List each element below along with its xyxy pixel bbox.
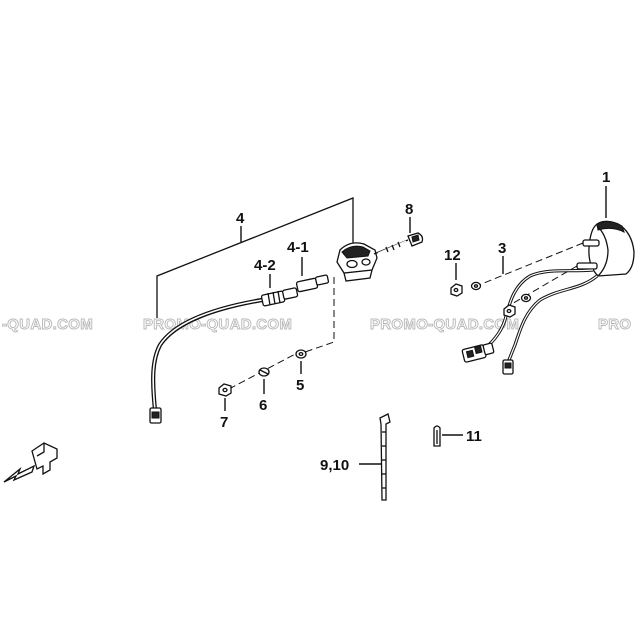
callout-6: 6: [259, 397, 267, 414]
callout-3: 3: [498, 240, 506, 257]
callout-5: 5: [296, 377, 304, 394]
callout-9-10: 9,10: [320, 457, 349, 474]
part-4-1-plunger: [295, 274, 330, 293]
watermark-text-3: PROMO-QUAD.COM: [370, 316, 519, 333]
part-9-10-cable-tie: [379, 413, 391, 501]
mounting-stud-upper: [582, 239, 600, 247]
mounting-stud-lower: [576, 262, 598, 270]
callout-labels: 1 3 4 4-1 4-2 5 6 7 8 9,10 11 12: [220, 169, 610, 474]
part-3-washer-lower: [520, 293, 532, 303]
part-6-lock-washer: [258, 367, 270, 377]
callout-7: 7: [220, 414, 228, 431]
watermark-row: -QUAD.COM PROMO-QUAD.COM PROMO-QUAD.COM …: [2, 316, 632, 334]
callout-11: 11: [466, 428, 482, 445]
watermark-text-4: PRO: [598, 316, 631, 333]
switch-housing: [336, 242, 378, 282]
watermark-text-1: -QUAD.COM: [2, 316, 93, 333]
part-4-assembly: [149, 197, 378, 424]
part-4-2-fitting: [260, 287, 299, 307]
part-4-bracket: [156, 197, 354, 318]
assembly-line-upper-stud: [478, 242, 584, 286]
part-12-nut-upper: [450, 283, 463, 297]
harness-connector-main: [461, 342, 495, 363]
part-5-washer: [295, 349, 307, 359]
callout-4: 4: [236, 210, 245, 227]
part-3-washer-upper: [470, 281, 482, 291]
front-direction-arrow-icon: [3, 442, 58, 483]
callout-8: 8: [405, 201, 413, 218]
part-8-screw: [373, 232, 424, 255]
watermark-text-2: PROMO-QUAD.COM: [143, 316, 292, 333]
part-12-nut-lower: [503, 304, 516, 318]
part-1-tail-light: [461, 220, 635, 375]
harness-connector-small: [502, 359, 514, 375]
callout-4-1: 4-1: [287, 239, 309, 256]
part-7-nut: [218, 383, 232, 397]
callout-4-2: 4-2: [254, 257, 276, 274]
part-11-clip: [433, 425, 441, 447]
assembly-line-lower-stud: [509, 265, 578, 306]
callout-12: 12: [444, 247, 461, 264]
wire-harness-b: [506, 274, 599, 363]
wire-harness-a: [479, 268, 594, 354]
callout-1: 1: [602, 169, 610, 186]
